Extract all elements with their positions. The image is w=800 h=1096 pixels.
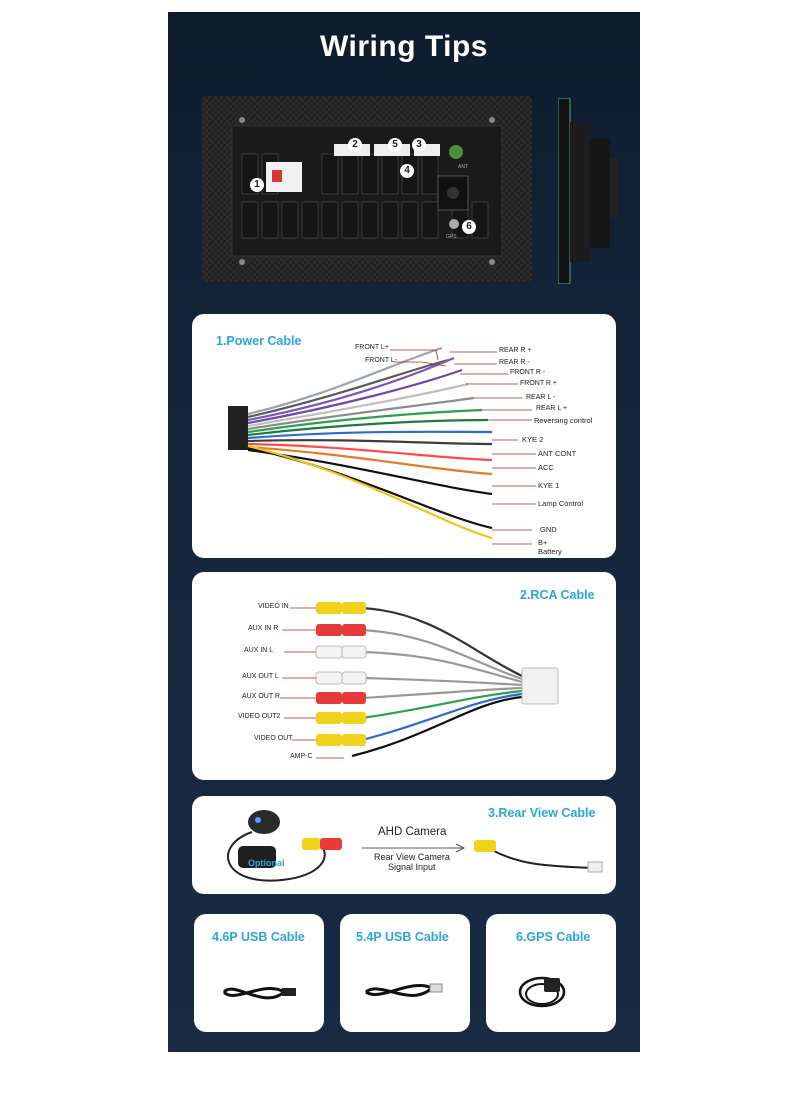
usb-4p-cable-panel: 5.4P USB Cable <box>340 914 470 1032</box>
label-rear-r-minus: REAR R - <box>499 359 530 366</box>
wiring-tips-poster: Wiring Tips <box>168 12 640 1052</box>
rear-view-cable-panel: 3.Rear View Cable AHD Camera Optional Re… <box>192 796 616 894</box>
label-front-r-minus: FRONT R - <box>510 369 546 376</box>
ant-port-label: ANT <box>458 164 468 170</box>
label-acc: ACC <box>538 463 554 472</box>
port-4-badge: 4 <box>400 164 414 178</box>
rear-view-cable-title: 3.Rear View Cable <box>488 806 596 820</box>
gps-port-label: GPS <box>446 234 457 240</box>
label-amp-c: AMP-C <box>290 753 313 760</box>
label-lamp-control: Lamp Control <box>538 499 584 508</box>
label-rear-l-plus: REAR L + <box>536 405 568 412</box>
usb-6p-cable-drawing <box>222 987 296 1000</box>
label-kye-2: KYE 2 <box>522 435 544 444</box>
label-aux-out-r: AUX OUT R <box>242 693 280 700</box>
label-video-out: VIDEO OUT <box>254 735 293 742</box>
gps-cable-title: 6.GPS Cable <box>516 930 591 944</box>
rca-cable-title: 2.RCA Cable <box>520 588 595 602</box>
power-cable-title: 1.Power Cable <box>216 334 302 348</box>
port-1-badge: 1 <box>250 178 264 192</box>
label-reversing-control: Reversing control <box>534 416 593 425</box>
label-aux-out-l: AUX OUT L <box>242 673 279 680</box>
gps-cable-panel: 6.GPS Cable <box>486 914 616 1032</box>
optional-label: Optional <box>248 858 285 868</box>
label-gnd: GND <box>540 525 557 534</box>
power-cable-panel: 1.Power Cable <box>192 314 616 558</box>
usb-4p-cable-drawing <box>365 983 443 997</box>
ahd-camera-label: AHD Camera <box>378 826 447 838</box>
rca-cable-drawing <box>280 602 559 759</box>
label-front-l-minus: FRONT L- <box>365 357 398 364</box>
label-video-out2: VIDEO OUT2 <box>238 713 281 720</box>
usb-6p-cable-title: 4.6P USB Cable <box>212 930 305 944</box>
rear-view-cable-drawing <box>227 810 603 882</box>
label-ant-cont: ANT CONT <box>538 449 577 458</box>
rca-cable-panel: 2.RCA Cable <box>192 572 616 780</box>
label-aux-in-l: AUX IN L <box>244 647 274 654</box>
port-6-badge: 6 <box>462 220 476 234</box>
label-b-plus: B+ <box>538 538 548 547</box>
power-cable-drawing <box>228 346 536 545</box>
label-front-r-plus: FRONT R + <box>520 380 558 387</box>
page-title: Wiring Tips <box>319 30 488 63</box>
head-unit-drawing <box>202 96 532 282</box>
label-battery: Battery <box>538 547 562 556</box>
signal-label-line1: Rear View Camera <box>374 852 450 862</box>
label-rear-l-minus: REAR L - <box>526 394 556 401</box>
head-unit-side-image <box>558 98 620 284</box>
gps-cable-drawing <box>518 976 566 1008</box>
usb-6p-cable-panel: 4.6P USB Cable <box>194 914 324 1032</box>
signal-label-line2: Signal Input <box>388 862 436 872</box>
usb-4p-cable-title: 5.4P USB Cable <box>356 930 449 944</box>
label-rear-r-plus: REAR R + <box>499 347 532 354</box>
head-unit-back-image: 1 2 5 3 4 6 ANT GPS <box>202 96 532 282</box>
port-5-badge: 5 <box>388 138 402 152</box>
port-3-badge: 3 <box>412 138 426 152</box>
label-front-l-plus: FRONT L+ <box>355 344 389 351</box>
head-unit-side-drawing <box>558 98 618 284</box>
label-aux-in-r: AUX IN R <box>248 625 279 632</box>
label-kye-1: KYE 1 <box>538 481 560 490</box>
label-video-in: VIDEO IN <box>258 603 289 610</box>
port-2-badge: 2 <box>348 138 362 152</box>
